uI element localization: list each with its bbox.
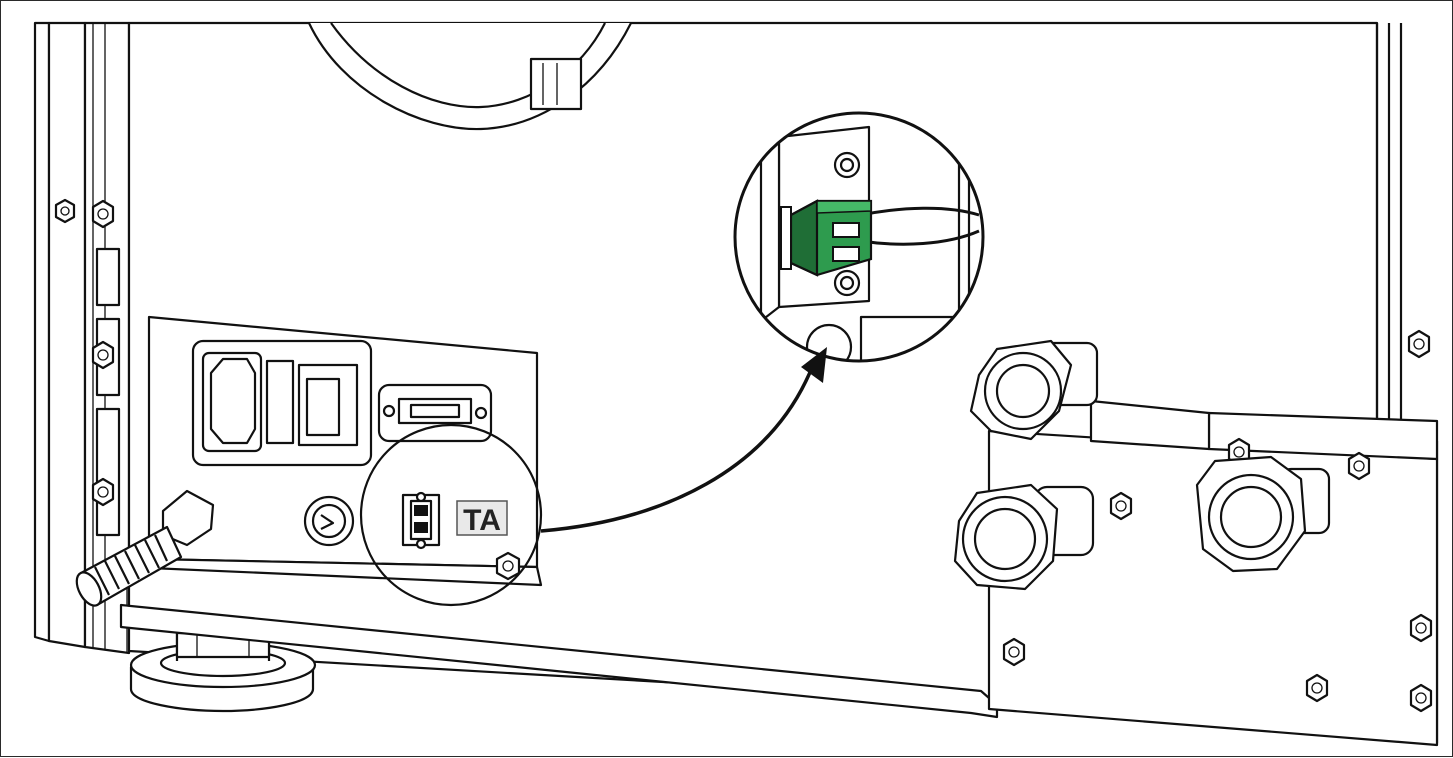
plate-bolt xyxy=(1409,683,1433,713)
ta-label-box: TA xyxy=(456,500,508,537)
sensor-terminal-icon xyxy=(401,491,441,550)
power-socket-icon xyxy=(201,351,263,453)
callout-arrow xyxy=(540,347,827,533)
base-plate xyxy=(119,603,999,719)
adjustable-foot xyxy=(129,631,317,713)
highlight-circle xyxy=(359,423,543,607)
plate-bolt xyxy=(1305,673,1329,703)
side-bolt xyxy=(91,477,115,507)
rocker-switch-icon xyxy=(297,363,359,447)
plate-bolt xyxy=(1407,329,1431,359)
green-connector xyxy=(780,199,873,277)
plate-bolt xyxy=(1002,637,1026,667)
ground-terminal-icon xyxy=(303,495,355,547)
pipe-connection-plate xyxy=(987,399,1439,747)
pipe-fitting-top xyxy=(969,339,1099,441)
side-bolts xyxy=(54,198,115,507)
plate-bolt xyxy=(1347,451,1371,481)
side-bolt xyxy=(91,199,115,229)
side-bolt xyxy=(91,340,115,370)
pipe-fitting-bottom xyxy=(953,483,1095,591)
ta-label: TA xyxy=(463,504,501,537)
side-bolt xyxy=(54,198,76,224)
plate-bolt xyxy=(1409,613,1433,643)
pipe-fitting-right xyxy=(1195,455,1331,573)
data-connector xyxy=(377,383,493,443)
zoom-detail xyxy=(733,111,985,363)
fuse-holder-icon xyxy=(265,359,295,445)
plate-bolt xyxy=(1109,491,1133,521)
flue-opening xyxy=(308,22,632,131)
threaded-rod xyxy=(75,489,215,607)
power-socket-module xyxy=(191,339,373,467)
panel-bolt xyxy=(495,551,521,581)
